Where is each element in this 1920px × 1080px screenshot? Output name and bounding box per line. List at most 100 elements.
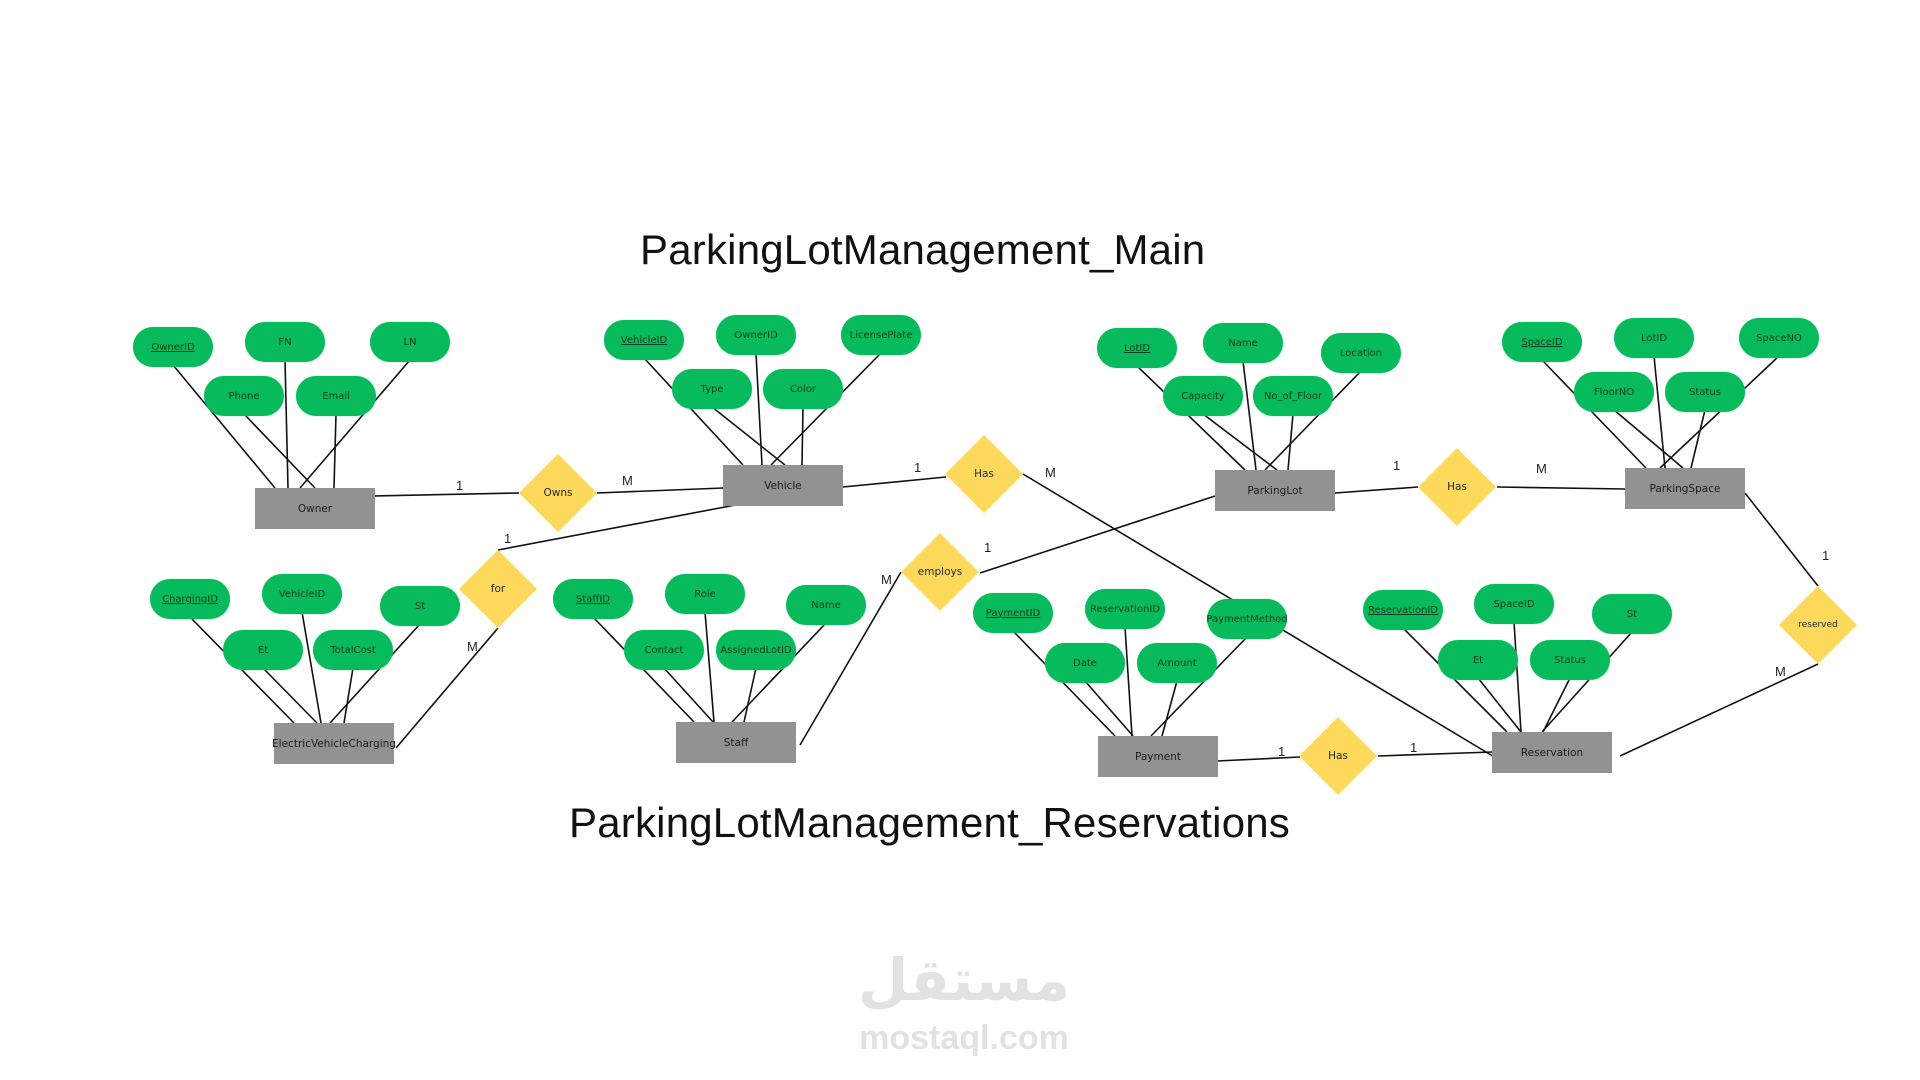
entity-label: Payment xyxy=(1135,750,1181,763)
attribute-label: Et xyxy=(257,644,269,656)
primary-key-attribute[interactable]: LotID xyxy=(1097,328,1177,368)
attribute[interactable]: FloorNO xyxy=(1574,372,1654,412)
cardinality-label: M xyxy=(881,572,892,587)
attribute[interactable]: ReservationID xyxy=(1085,589,1165,629)
watermark-latin-text: mostaql.com xyxy=(859,1019,1069,1057)
attribute[interactable]: LN xyxy=(370,322,450,362)
relationship-has_vehicle_res[interactable]: Has xyxy=(945,435,1023,513)
entity-label: Vehicle xyxy=(764,479,802,492)
entity-label: ParkingSpace xyxy=(1649,482,1721,495)
attribute-label: Name xyxy=(1228,337,1258,349)
attribute[interactable]: AssignedLotID xyxy=(716,630,796,670)
attribute-label: Status xyxy=(1554,654,1586,666)
cardinality-label: 1 xyxy=(914,460,922,475)
attribute[interactable]: No_of_Floor xyxy=(1253,376,1333,416)
attribute[interactable]: Capacity xyxy=(1163,376,1243,416)
attribute[interactable]: LicensePlate xyxy=(841,315,921,355)
relationship-label: Has xyxy=(974,468,994,480)
attribute-label: ReservationID xyxy=(1368,604,1438,616)
attribute[interactable]: St xyxy=(1592,594,1672,634)
attribute[interactable]: Status xyxy=(1530,640,1610,680)
diamond-polygon xyxy=(1779,586,1857,664)
primary-key-attribute[interactable]: OwnerID xyxy=(133,327,213,367)
attribute[interactable]: Location xyxy=(1321,333,1401,373)
entity-parkinglot[interactable]: ParkingLot xyxy=(1215,470,1335,511)
attribute[interactable]: Phone xyxy=(204,376,284,416)
attribute[interactable]: Role xyxy=(665,574,745,614)
attribute-label: Type xyxy=(700,383,724,395)
relationship-has_lot_space[interactable]: Has xyxy=(1418,448,1496,526)
cardinality-label: M xyxy=(467,639,478,654)
primary-key-attribute[interactable]: ReservationID xyxy=(1363,590,1443,630)
primary-key-attribute[interactable]: SpaceID xyxy=(1502,322,1582,362)
attribute[interactable]: SpaceNO xyxy=(1739,318,1819,358)
attribute-label: OwnerID xyxy=(734,329,778,341)
diamond-polygon xyxy=(901,533,979,611)
attribute-connector-line xyxy=(1477,677,1522,733)
attribute[interactable]: TotalCost xyxy=(313,630,393,670)
attribute[interactable]: Status xyxy=(1665,372,1745,412)
primary-key-attribute[interactable]: VehicleID xyxy=(604,320,684,360)
attribute[interactable]: SpaceID xyxy=(1474,584,1554,624)
attribute[interactable]: Name xyxy=(1203,323,1283,363)
relationship-label: Owns xyxy=(543,487,573,499)
attribute[interactable]: Et xyxy=(1438,640,1518,680)
attribute[interactable]: Et xyxy=(223,630,303,670)
entity-staff[interactable]: Staff xyxy=(676,722,796,763)
primary-key-attribute[interactable]: PaymentID xyxy=(973,593,1053,633)
attribute[interactable]: Color xyxy=(763,369,843,409)
attribute[interactable]: Contact xyxy=(624,630,704,670)
primary-key-attribute[interactable]: ChargingID xyxy=(150,579,230,619)
attribute-label: OwnerID xyxy=(151,341,195,353)
entity-evc[interactable]: ElectricVehicleCharging xyxy=(272,723,396,764)
relationship-label: employs xyxy=(917,566,963,578)
attribute-label: Et xyxy=(1472,654,1484,666)
attribute[interactable]: Email xyxy=(296,376,376,416)
entity-payment[interactable]: Payment xyxy=(1098,736,1218,777)
attribute[interactable]: FN xyxy=(245,322,325,362)
relationship-line xyxy=(596,487,724,494)
attribute-connector-line xyxy=(663,667,714,723)
attribute-connector-line xyxy=(1124,626,1133,737)
relationship-label: reserved xyxy=(1798,620,1838,630)
attribute-connector-line xyxy=(299,359,411,489)
attribute-label: LN xyxy=(403,336,417,348)
attribute-label: ReservationID xyxy=(1090,603,1160,615)
relationship-employs[interactable]: employs xyxy=(901,533,979,611)
relationship-owns[interactable]: Owns xyxy=(519,454,597,532)
entity-owner[interactable]: Owner xyxy=(255,488,375,529)
attribute-connector-line xyxy=(755,352,763,466)
attribute-connector-line xyxy=(1202,413,1278,471)
attribute-label: StaffID xyxy=(576,593,610,605)
entity-label: Owner xyxy=(297,502,333,515)
attribute-connector-line xyxy=(243,413,316,489)
cardinality-label: M xyxy=(1045,465,1056,480)
relationship-line xyxy=(1377,751,1493,757)
diamond-polygon xyxy=(1418,448,1496,526)
relationship-line xyxy=(1496,486,1626,490)
relationship-line xyxy=(842,476,947,488)
attribute-connector-line xyxy=(1012,630,1116,737)
attribute[interactable]: Type xyxy=(672,369,752,409)
relationship-for[interactable]: for xyxy=(459,550,537,628)
primary-key-attribute[interactable]: StaffID xyxy=(553,579,633,619)
relationship-reserved[interactable]: reserved xyxy=(1779,586,1857,664)
attribute[interactable]: Date xyxy=(1045,643,1125,683)
attribute[interactable]: LotID xyxy=(1614,318,1694,358)
attribute-connector-line xyxy=(189,616,295,724)
attribute-connector-line xyxy=(1084,680,1134,737)
attribute[interactable]: OwnerID xyxy=(716,315,796,355)
attribute-connector-line xyxy=(172,364,276,489)
attribute[interactable]: Name xyxy=(786,585,866,625)
attribute-connector-line xyxy=(1690,409,1706,469)
attribute[interactable]: VehicleID xyxy=(262,574,342,614)
attribute-connector-line xyxy=(1541,631,1633,733)
attribute[interactable]: PaymentMethod xyxy=(1206,599,1288,639)
attribute-connector-line xyxy=(1542,677,1571,733)
entity-parkingspace[interactable]: ParkingSpace xyxy=(1625,468,1745,509)
attribute[interactable]: Amount xyxy=(1137,643,1217,683)
attribute[interactable]: St xyxy=(380,586,460,626)
entity-reservation[interactable]: Reservation xyxy=(1492,732,1612,773)
relationship-has_payment_res[interactable]: Has xyxy=(1299,717,1377,795)
entity-vehicle[interactable]: Vehicle xyxy=(723,465,843,506)
